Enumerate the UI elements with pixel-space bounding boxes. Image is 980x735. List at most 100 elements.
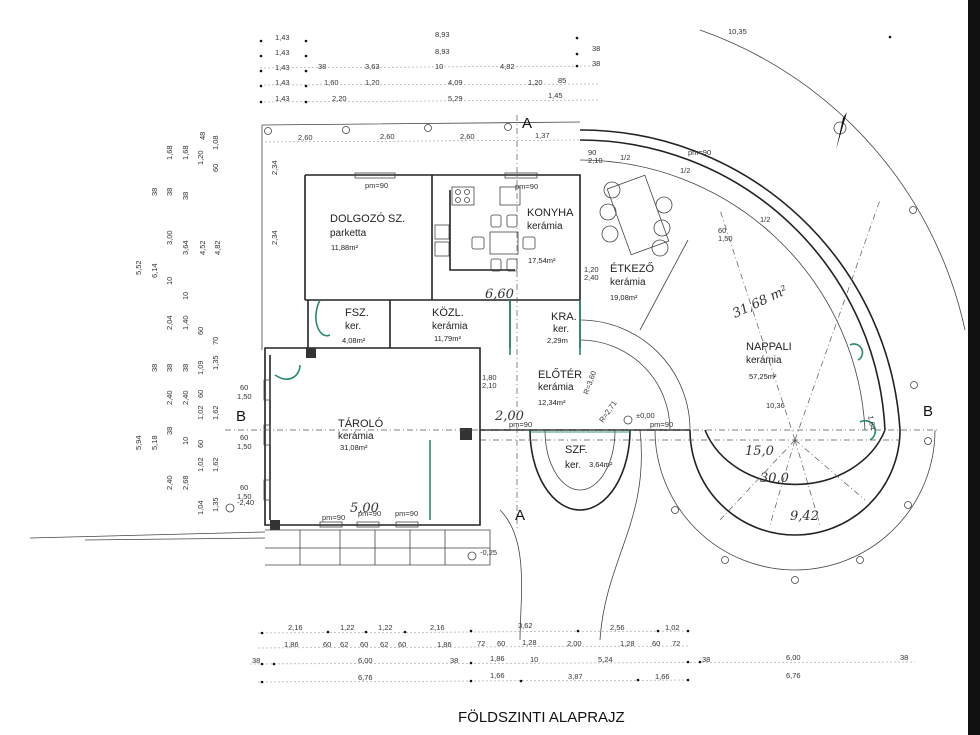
dim-text: 38 bbox=[150, 188, 159, 196]
dim-text: 38 bbox=[165, 188, 174, 196]
dim-text: 6,76 bbox=[358, 673, 373, 682]
dim-text: 4,82 bbox=[500, 62, 515, 71]
dim-text: 2,16 bbox=[430, 623, 445, 632]
room-name: SZF. bbox=[565, 444, 588, 456]
room-finish: ker. bbox=[553, 324, 569, 335]
dim-text: 1,02 bbox=[196, 457, 205, 472]
room-name: KRA. bbox=[551, 311, 577, 323]
room-finish: kerámia bbox=[527, 221, 563, 232]
dim-text: 1,86 bbox=[437, 640, 452, 649]
dim-text: 2,60 bbox=[380, 132, 395, 141]
dim-text: 38 bbox=[592, 44, 600, 53]
room-name: NAPPALI bbox=[746, 341, 792, 353]
dim-text: 2,40 bbox=[181, 390, 190, 405]
room-finish: parketta bbox=[330, 228, 367, 239]
dim-text: 60 bbox=[360, 640, 368, 649]
dim-text: pm=90 bbox=[650, 420, 673, 429]
room-finish: kerámia bbox=[610, 277, 646, 288]
drawing-title: FÖLDSZINTI ALAPRAJZ bbox=[458, 708, 625, 726]
kitchen-furniture bbox=[434, 186, 536, 272]
room-name: ELŐTÉR bbox=[538, 367, 582, 381]
handwritten-text: 5,00 bbox=[350, 501, 379, 516]
sink-icon bbox=[499, 186, 521, 206]
dim-text: 6,00 bbox=[786, 653, 801, 662]
dim-text: 48 bbox=[198, 132, 207, 140]
room-finish: kerámia bbox=[338, 431, 374, 442]
dim-text: 3,00 bbox=[165, 230, 174, 245]
dim-text: 1,62 bbox=[211, 457, 220, 472]
dim-text: 1,50 bbox=[237, 442, 252, 451]
north-arrow-icon bbox=[833, 112, 847, 150]
room-area: 11,88m² bbox=[331, 243, 358, 252]
dim-text: 2,56 bbox=[610, 623, 625, 632]
room-szf: SZF. ker. 3,64m² bbox=[565, 444, 613, 471]
dim-text: 60 bbox=[497, 639, 505, 648]
dim-text: 60 bbox=[240, 433, 248, 442]
dim-text: 1,68 bbox=[165, 145, 174, 160]
dim-text: 8,93 bbox=[435, 30, 450, 39]
room-finish: ker. bbox=[345, 321, 361, 332]
path-curve bbox=[499, 429, 642, 641]
room-kozl: KÖZL. kerámia 11,79m² bbox=[432, 307, 468, 343]
dim-text: 1,86 bbox=[284, 640, 299, 649]
dim-text: 60 bbox=[196, 327, 205, 335]
dim-text: 1,20 bbox=[528, 78, 543, 87]
dim-text: 38 bbox=[181, 192, 190, 200]
room-area: 11,79m² bbox=[434, 334, 461, 343]
dim-text: 10 bbox=[530, 655, 538, 664]
window bbox=[263, 424, 271, 446]
dim-text: 1,43 bbox=[275, 78, 290, 87]
green-markups bbox=[274, 299, 877, 520]
room-name: TÁROLÓ bbox=[338, 417, 384, 430]
dim-col-1-43: 1,43 1,43 1,43 1,43 1,43 bbox=[275, 33, 290, 103]
section-marker-a: A bbox=[515, 507, 525, 524]
dim-text: 2,00 bbox=[567, 639, 582, 648]
dim-text: 90 bbox=[588, 148, 596, 157]
dim-text: 2,10 bbox=[588, 156, 603, 165]
dim-text: pm=90 bbox=[509, 420, 532, 429]
dim-text: 60 bbox=[196, 390, 205, 398]
dining-table-icon bbox=[606, 174, 670, 256]
dim-text: 1,20 bbox=[584, 265, 599, 274]
window bbox=[263, 379, 271, 401]
dim-text: 38 bbox=[181, 364, 190, 372]
dim-text: 10 bbox=[165, 277, 174, 285]
room-tarolo: TÁROLÓ kerámia 31,08m² bbox=[338, 417, 384, 452]
column-markers bbox=[671, 206, 932, 584]
dim-text: 2,40 bbox=[165, 475, 174, 490]
dim-text: 60 bbox=[240, 483, 248, 492]
dim-text: 60 bbox=[398, 640, 406, 649]
dim-text: 1,50 bbox=[237, 492, 252, 501]
dim-text: 1,45 bbox=[548, 91, 563, 100]
dim-line bbox=[259, 83, 601, 86]
dim-text: 5,18 bbox=[150, 435, 159, 450]
dim-text: 3,87 bbox=[568, 672, 583, 681]
dim-text: 1,37 bbox=[535, 131, 550, 140]
dining-table-icon bbox=[489, 231, 519, 255]
dim-text: 5,29 bbox=[448, 94, 463, 103]
stove-icon bbox=[451, 186, 475, 206]
dim-text: 1,43 bbox=[275, 33, 290, 42]
level-markers: -2,40 ±0,00 -0,25 bbox=[225, 411, 655, 561]
dim-text: 38 bbox=[702, 655, 710, 664]
dim-text: 1,02 bbox=[196, 405, 205, 420]
dim-text: 1,22 bbox=[340, 623, 355, 632]
room-name: KONYHA bbox=[527, 207, 574, 219]
room-area: 57,25m² bbox=[749, 372, 777, 381]
level-icon bbox=[467, 551, 477, 561]
dim-text: 1,28 bbox=[620, 639, 635, 648]
handwritten-text: 15,0 bbox=[745, 444, 774, 459]
room-fsz: FSZ. ker. 4,08m² bbox=[342, 307, 369, 345]
dim-text: 2,40 bbox=[584, 273, 599, 282]
section-marker-a: A bbox=[522, 115, 532, 132]
scan-edge bbox=[968, 0, 980, 735]
window bbox=[319, 521, 343, 528]
dim-text: 1,50 bbox=[237, 392, 252, 401]
dim-text: 5,94 bbox=[134, 435, 143, 450]
dim-text: 10,35 bbox=[728, 27, 747, 36]
handwritten-text: 6,60 bbox=[485, 287, 514, 302]
room-area: 4,08m² bbox=[342, 336, 366, 345]
dim-text: 38 bbox=[165, 364, 174, 372]
dim-text: 3,62 bbox=[518, 621, 533, 630]
